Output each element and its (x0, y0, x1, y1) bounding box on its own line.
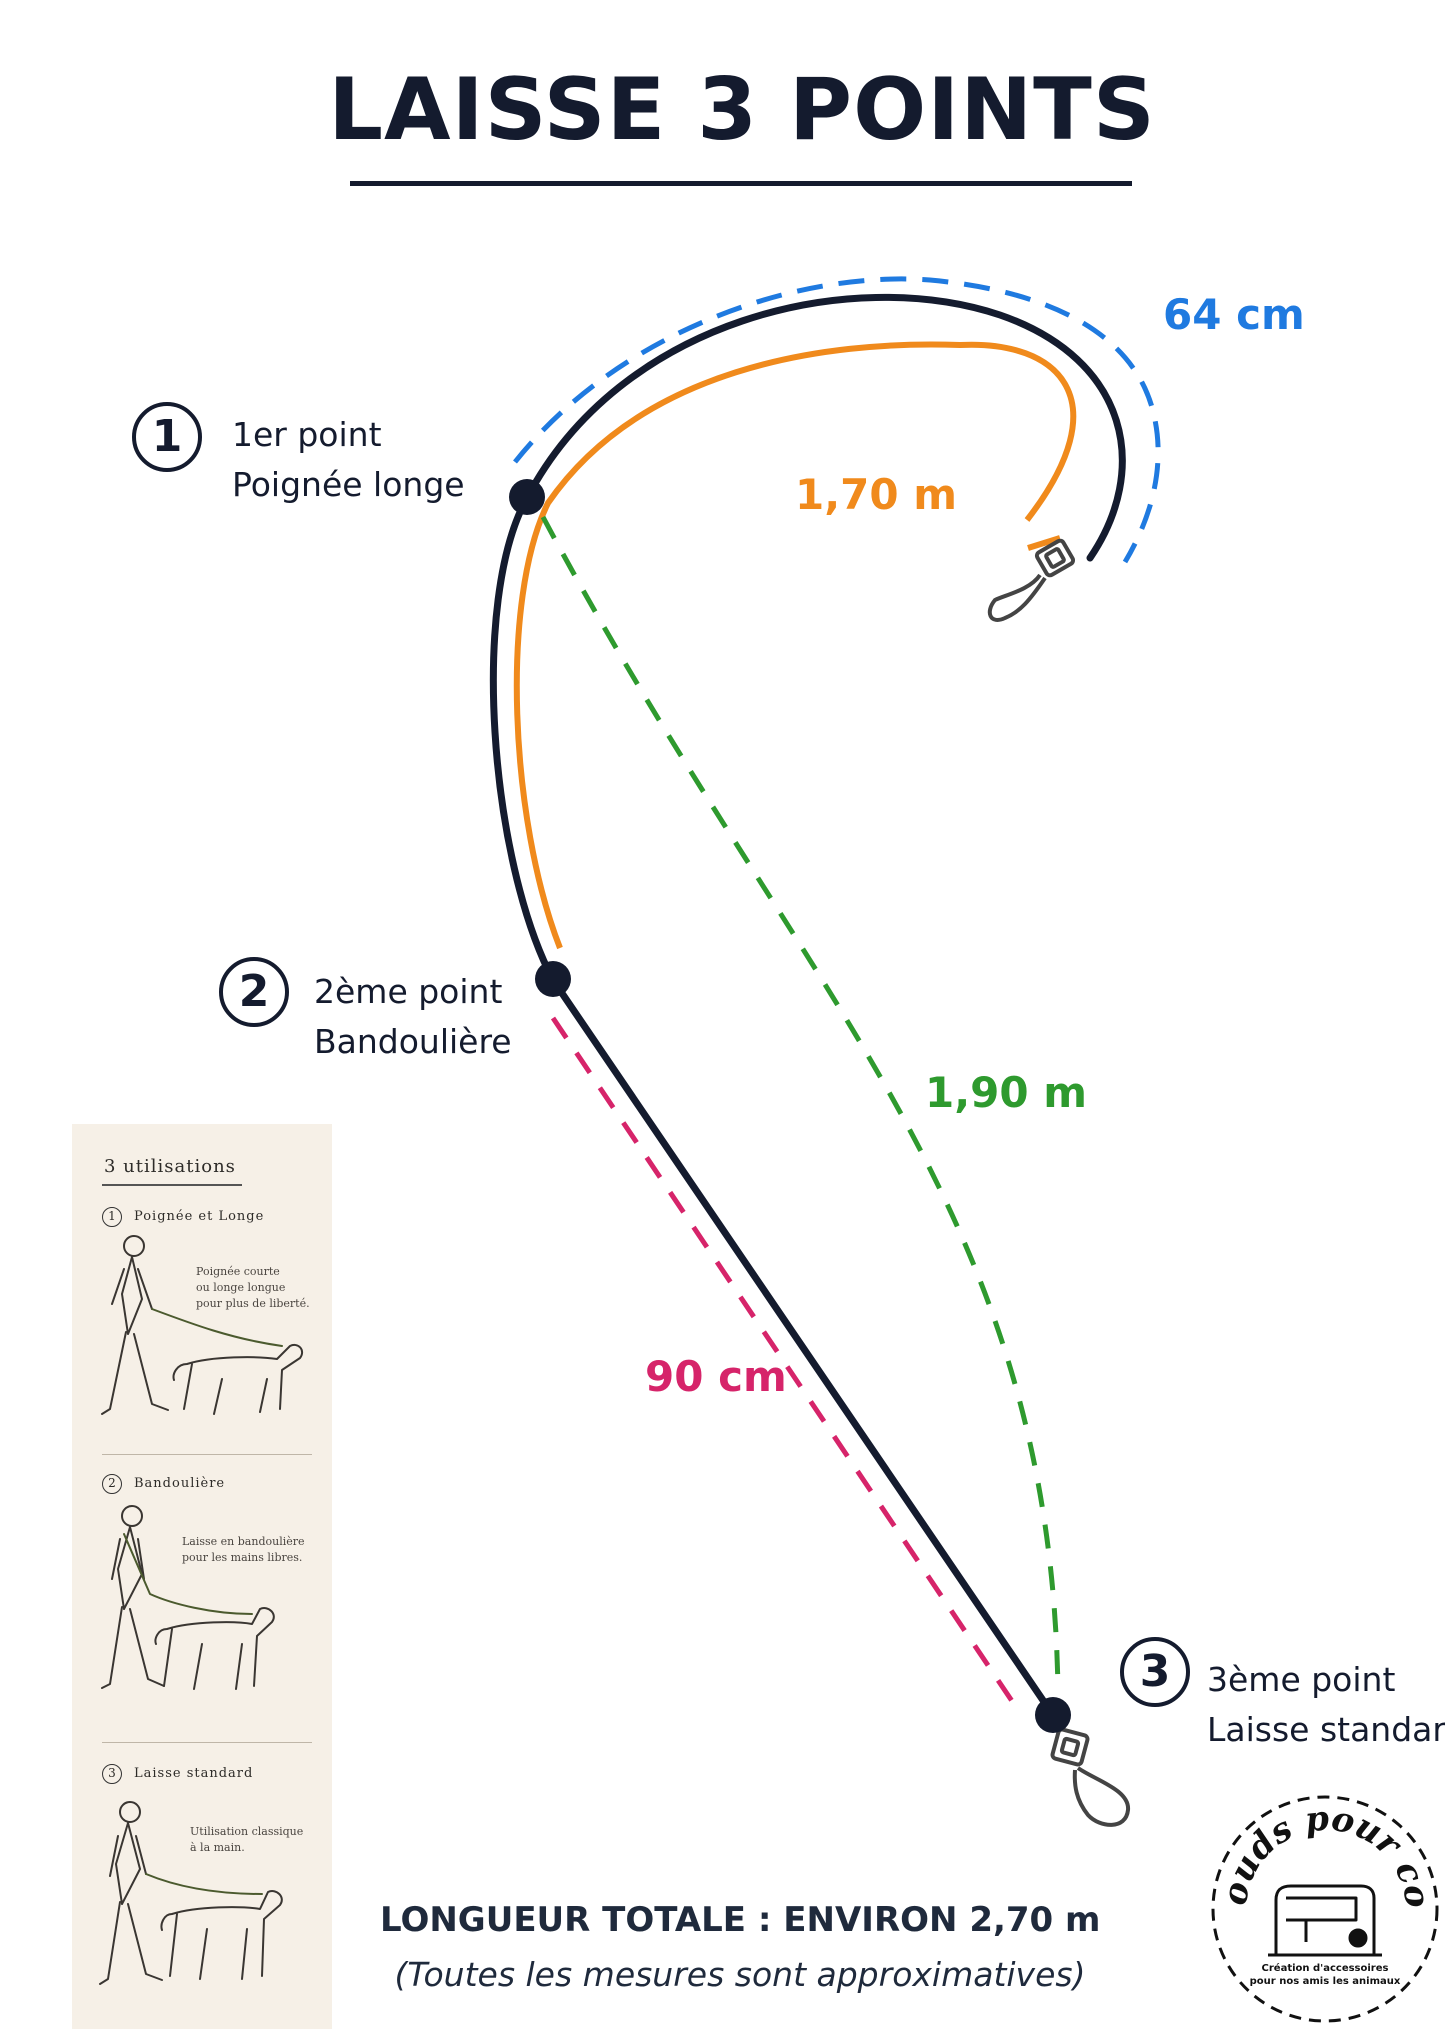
point2-label: 2ème point Bandoulière (314, 967, 512, 1067)
dog-icon (172, 1344, 304, 1415)
use1-number-badge: 1 (102, 1207, 122, 1227)
point1-function: Poignée longe (232, 465, 465, 504)
point3-label: 3ème point Laisse standard (1207, 1655, 1445, 1755)
point3-number-badge: 3 (1120, 1637, 1190, 1707)
use1-description: Poignée courte ou longe longue pour plus… (196, 1265, 310, 1310)
use3-title: Laisse standard (134, 1766, 254, 1781)
sewing-machine-icon (1268, 1884, 1382, 1957)
logo-badge: Couds pour cou (1192, 1759, 1439, 2023)
handle-loop-measure-line (513, 276, 1161, 564)
point1-to-point2-measure-line (513, 341, 1077, 950)
uses-panel-title-rule (102, 1184, 242, 1186)
leash-sketch-2 (123, 1533, 253, 1615)
leash-sketch-3 (145, 1873, 263, 1895)
point1-to-point3-measure-label: 1,90 m (925, 1068, 1088, 1117)
uses-illustrations (99, 1235, 304, 1985)
page-title: LAISSE 3 POINTS (328, 60, 1156, 160)
point1-to-point2-measure-tick (1027, 535, 1061, 551)
dog-icon (154, 1607, 275, 1690)
person-walking-icon (101, 1235, 169, 1415)
approximation-note: (Toutes les mesures sont approximatives) (394, 1955, 1086, 1994)
use3-number-badge: 3 (102, 1764, 122, 1784)
person-walking-icon (99, 1801, 163, 1985)
point2-function: Bandoulière (314, 1022, 512, 1061)
point1-to-point2-measure-label: 1,70 m (795, 470, 958, 519)
point3-function: Laisse standard (1207, 1710, 1445, 1749)
uses-separator (102, 1454, 312, 1455)
handle-loop-measure-label: 64 cm (1163, 290, 1305, 339)
point1-dot (509, 479, 545, 515)
title-underline (350, 181, 1132, 186)
handle-clasp-icon (987, 538, 1076, 622)
use3-description: Utilisation classique à la main. (190, 1825, 304, 1854)
point1-to-point3-measure-line (540, 515, 1061, 1691)
point2-dot (535, 961, 571, 997)
point2-to-point3-measure-label: 90 cm (645, 1352, 787, 1401)
leash-sketch-1 (151, 1308, 283, 1347)
point3-dot (1035, 1697, 1071, 1733)
uses-panel: 3 utilisations 1 Poignée et Longe Poigné… (72, 1124, 332, 2029)
point1-number-badge: 1 (132, 402, 202, 472)
point2-to-point3-measure-line (550, 1016, 1021, 1712)
leash-line (489, 293, 1126, 1719)
logo-name: Couds pour cou (1192, 1759, 1437, 1910)
point3-clasp-icon (1050, 1727, 1130, 1827)
point2-number-badge: 2 (219, 957, 289, 1027)
uses-panel-title: 3 utilisations (104, 1156, 236, 1177)
point1-name: 1er point (232, 415, 382, 454)
point2-name: 2ème point (314, 972, 503, 1011)
point3-name: 3ème point (1207, 1660, 1396, 1699)
point1-label: 1er point Poignée longe (232, 410, 465, 510)
total-length: LONGUEUR TOTALE : ENVIRON 2,70 m (380, 1900, 1101, 1940)
use2-number-badge: 2 (102, 1474, 122, 1494)
use2-title: Bandoulière (134, 1476, 226, 1491)
logo-tagline: Création d'accessoires pour nos amis les… (1249, 1963, 1401, 1987)
uses-separator (102, 1742, 312, 1743)
svg-text:Couds pour cou: Couds pour cou (1206, 1790, 1437, 1910)
use1-title: Poignée et Longe (134, 1209, 265, 1224)
dog-icon (160, 1890, 283, 1980)
brand-logo: Couds pour cou Création d'accessoires po… (1192, 1759, 1444, 2028)
use2-description: Laisse en bandoulière pour les mains lib… (182, 1535, 305, 1564)
